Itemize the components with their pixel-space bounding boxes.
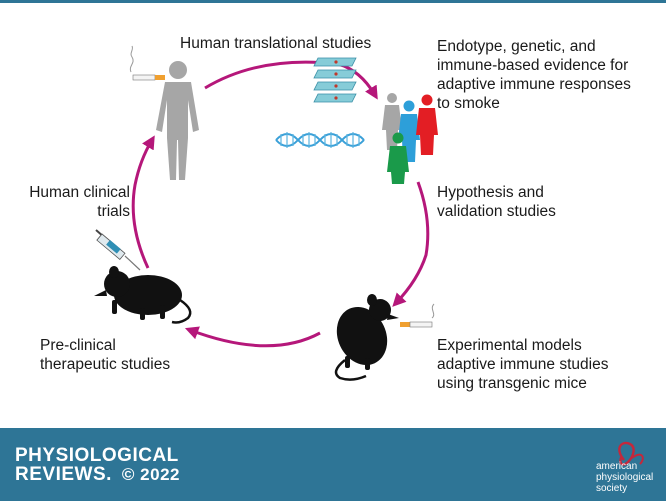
label-human-clinical-trials: Human clinical trials: [29, 184, 130, 220]
human-body-icon: [156, 61, 199, 180]
label-human-translational: Human translational studies: [180, 35, 372, 52]
society-line-1: american: [596, 461, 638, 472]
arrow-right: [392, 181, 430, 307]
label-experimental-models: Experimental models adaptive immune stud…: [437, 337, 609, 392]
label-endotype-evidence: Endotype, genetic, and immune-based evid…: [437, 38, 631, 112]
mouse-icon: [334, 294, 399, 381]
copyright: © 2022: [121, 465, 180, 484]
society-line-2: physiological: [596, 472, 654, 483]
cigarette-icon: [400, 303, 435, 328]
label-hypothesis-validation: Hypothesis and validation studies: [437, 184, 556, 220]
mouse-icon: [94, 266, 192, 324]
cigarette-icon: [129, 45, 165, 81]
top-rule: [0, 0, 666, 3]
journal-line-2: REVIEWS. © 2022: [15, 465, 180, 484]
label-preclinical: Pre-clinical therapeutic studies: [40, 337, 171, 373]
journal-name: REVIEWS.: [15, 464, 112, 485]
journal-title: PHYSIOLOGICAL REVIEWS. © 2022: [15, 446, 180, 484]
syringe-icon: [95, 229, 141, 271]
society-logo-icon: [618, 441, 644, 466]
dna-helix-icon: [275, 132, 365, 148]
journal-footer: PHYSIOLOGICAL REVIEWS. © 2022 american ph…: [0, 428, 666, 501]
journal-line-1: PHYSIOLOGICAL: [15, 445, 179, 466]
society-name: american physiological society: [596, 461, 653, 494]
people-group-icon: [382, 93, 438, 184]
society-line-3: society: [596, 483, 628, 494]
slide-stack-icon: [313, 57, 357, 103]
arrow-left: [131, 135, 155, 269]
arrow-bottom: [184, 326, 321, 348]
research-cycle-diagram: [94, 45, 438, 381]
